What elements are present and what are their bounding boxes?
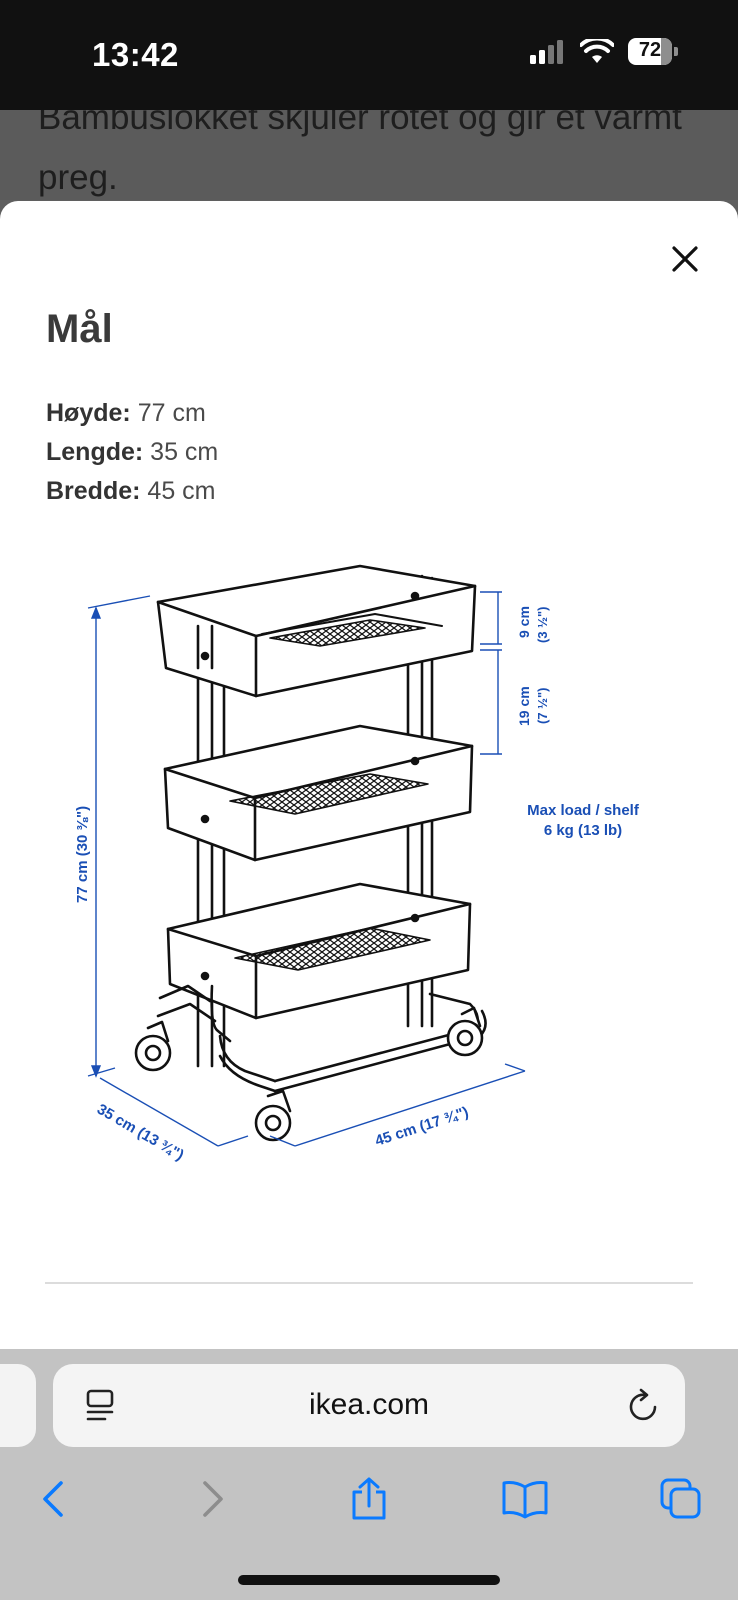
dimension-row-height: Høyde: 77 cm (46, 394, 218, 433)
length-label: 35 cm (13 ¾") (94, 1101, 187, 1164)
top-basket-depth-in: (3 ½") (535, 606, 550, 643)
share-button[interactable] (339, 1469, 399, 1529)
status-time: 13:42 (92, 36, 179, 73)
dimensions-list: Høyde: 77 cm Lengde: 35 cm Bredde: 45 cm (46, 394, 218, 511)
battery-icon: 72 (628, 38, 678, 65)
dimension-value: 45 cm (147, 477, 216, 505)
bookmarks-button[interactable] (495, 1469, 555, 1529)
url-text: ikea.com (308, 1388, 430, 1421)
home-indicator[interactable] (238, 1575, 500, 1585)
previous-tab-peek[interactable] (0, 1364, 36, 1447)
dimension-row-width: Bredde: 45 cm (46, 472, 218, 511)
dimension-row-length: Lengde: 35 cm (46, 433, 218, 472)
top-basket-depth-cm: 9 cm (516, 606, 532, 638)
shelf-spacing-in: (7 ½") (535, 687, 550, 724)
max-load-line1: Max load / shelf (527, 802, 640, 819)
forward-button[interactable] (182, 1469, 242, 1529)
browser-chrome: ikea.com (0, 1349, 738, 1600)
max-load-line2: 6 kg (13 lb) (544, 822, 622, 839)
status-bar: 13:42 72 (0, 0, 738, 110)
width-label: 45 cm (17 ¾") (373, 1104, 471, 1150)
dimension-value: 35 cm (150, 438, 219, 466)
back-arrow-icon (43, 1481, 63, 1517)
background-paragraph: Bambuslokket skjuler rotet og gir et var… (38, 110, 682, 197)
trolley-dimension-diagram: 77 cm (30 ⅜") 35 cm (13 ¾") 45 cm (17 ¾"… (74, 564, 640, 1164)
height-label: 77 cm (30 ⅜") (74, 806, 91, 903)
dimension-label: Høyde: (46, 399, 131, 427)
share-icon (352, 1477, 386, 1520)
tabs-button[interactable] (651, 1469, 711, 1529)
close-button[interactable] (660, 234, 710, 284)
battery-level: 72 (638, 39, 662, 61)
wifi-icon (580, 38, 614, 63)
address-bar[interactable]: ikea.com (53, 1364, 685, 1447)
modal-title: Mål (46, 307, 113, 351)
shelf-spacing-cm: 19 cm (516, 686, 532, 726)
book-icon (502, 1481, 548, 1519)
dimensions-modal: Mål Høyde: 77 cm Lengde: 35 cm Bredde: 4… (0, 201, 738, 1349)
reload-icon[interactable] (627, 1387, 661, 1423)
reader-mode-icon[interactable] (85, 1389, 117, 1423)
close-icon (672, 246, 698, 272)
back-button[interactable] (24, 1469, 84, 1529)
dimension-label: Lengde: (46, 438, 144, 466)
cellular-signal-icon (530, 39, 563, 64)
dimension-label: Bredde: (46, 477, 141, 505)
tabs-icon (660, 1478, 701, 1519)
background-page: Bambuslokket skjuler rotet og gir et var… (0, 110, 738, 200)
status-icons: 72 (530, 38, 678, 65)
dimension-value: 77 cm (137, 399, 206, 427)
forward-arrow-icon (203, 1481, 223, 1517)
divider (45, 1282, 693, 1284)
browser-toolbar (0, 1469, 738, 1539)
